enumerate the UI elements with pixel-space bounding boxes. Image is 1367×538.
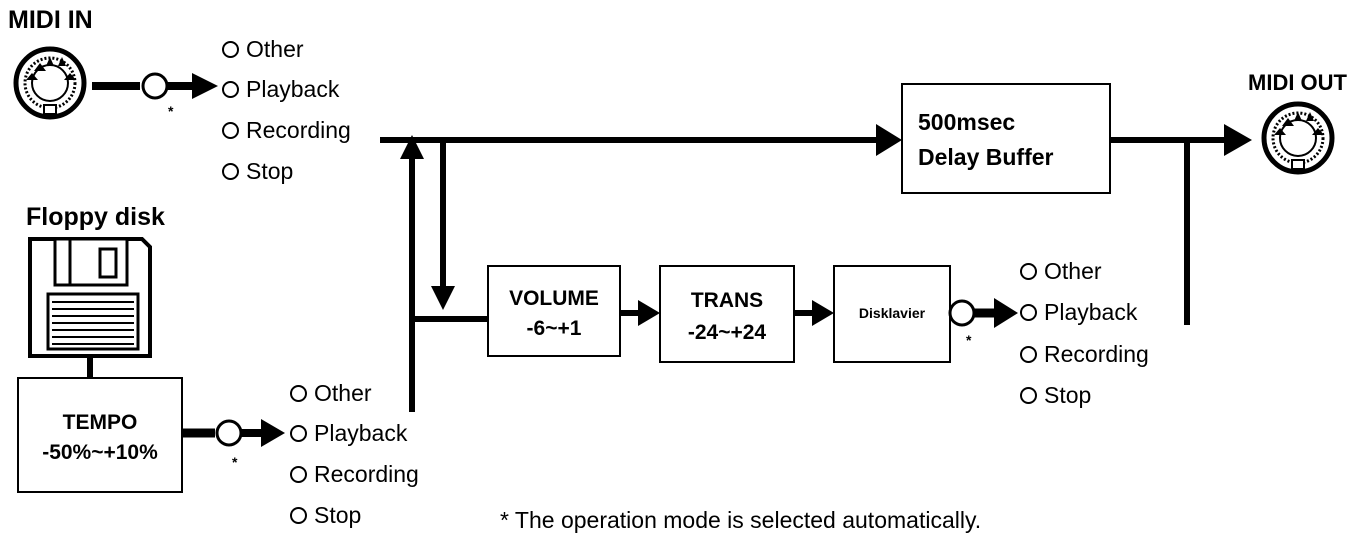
mode-radio-icon xyxy=(222,163,239,180)
delay-buffer-line2: Delay Buffer xyxy=(918,143,1054,170)
tempo-text: TEMPO -50%~+10% xyxy=(18,410,182,467)
tempo-to-bus-up-arrow xyxy=(400,135,424,412)
disklavier-mode-stop: Stop xyxy=(1020,384,1091,407)
midi-in-mode-other: Other xyxy=(222,38,304,61)
midi-in-label: MIDI IN xyxy=(8,6,93,34)
trans-text: TRANS -24~+24 xyxy=(660,288,794,347)
footnote: * The operation mode is selected automat… xyxy=(500,507,982,533)
floppy-disk-label: Floppy disk xyxy=(26,203,165,231)
volume-range: -6~+1 xyxy=(526,317,582,341)
disklavier-title: Disklavier xyxy=(858,305,926,321)
disklavier-mode-playback: Playback xyxy=(1020,301,1137,324)
mode-radio-icon xyxy=(290,507,307,524)
mode-radio-icon xyxy=(1020,387,1037,404)
mode-radio-icon xyxy=(1020,304,1037,321)
delay-buffer-line1: 500msec xyxy=(918,109,1016,135)
tempo-mode-recording: Recording xyxy=(290,463,419,486)
trans-range: -24~+24 xyxy=(687,321,767,345)
main-bus-line xyxy=(380,124,902,156)
tempo-to-mode-arrow xyxy=(182,419,285,447)
tempo-mode-playback: Playback xyxy=(290,422,407,445)
tempo-mode-other: Other xyxy=(290,382,372,405)
midi-out-label: MIDI OUT xyxy=(1248,70,1347,95)
tempo-range: -50%~+10% xyxy=(42,441,158,465)
volume-title: VOLUME xyxy=(509,287,599,310)
midi-in-connector-icon xyxy=(16,49,84,117)
trans-to-disklavier-arrow xyxy=(794,300,834,326)
midi-out-connector-icon xyxy=(1264,104,1332,172)
delay-to-midi-out-line xyxy=(1110,124,1252,325)
tempo-title: TEMPO xyxy=(62,411,138,434)
delay-buffer-box xyxy=(901,83,1111,194)
midi-in-to-mode-arrow xyxy=(92,72,218,100)
mode-radio-icon xyxy=(222,122,239,139)
mode-radio-icon xyxy=(222,41,239,58)
floppy-disk-icon xyxy=(28,237,152,378)
mode-radio-icon xyxy=(222,81,239,98)
disklavier-mode-recording: Recording xyxy=(1020,343,1149,366)
volume-text: VOLUME -6~+1 xyxy=(488,286,620,343)
delay-buffer-text: 500msec Delay Buffer xyxy=(918,108,1098,172)
volume-to-trans-arrow xyxy=(620,300,660,326)
trans-box xyxy=(659,265,795,363)
disklavier-asterisk: * xyxy=(966,332,972,348)
mode-radio-icon xyxy=(290,425,307,442)
mode-radio-icon xyxy=(290,466,307,483)
tempo-mode-stop: Stop xyxy=(290,504,361,527)
midi-in-asterisk: * xyxy=(168,103,174,119)
disklavier-mode-other: Other xyxy=(1020,260,1102,283)
tempo-asterisk: * xyxy=(232,454,238,470)
midi-in-mode-playback: Playback xyxy=(222,78,339,101)
bus-to-lower-chain-down-arrow xyxy=(412,140,488,322)
disklavier-text: Disklavier xyxy=(834,305,950,323)
mode-radio-icon xyxy=(290,385,307,402)
trans-title: TRANS xyxy=(690,289,764,312)
mode-radio-icon xyxy=(1020,263,1037,280)
mode-radio-icon xyxy=(1020,346,1037,363)
disklavier-to-mode-arrow xyxy=(948,298,1018,328)
midi-in-mode-recording: Recording xyxy=(222,119,351,142)
midi-in-mode-stop: Stop xyxy=(222,160,293,183)
